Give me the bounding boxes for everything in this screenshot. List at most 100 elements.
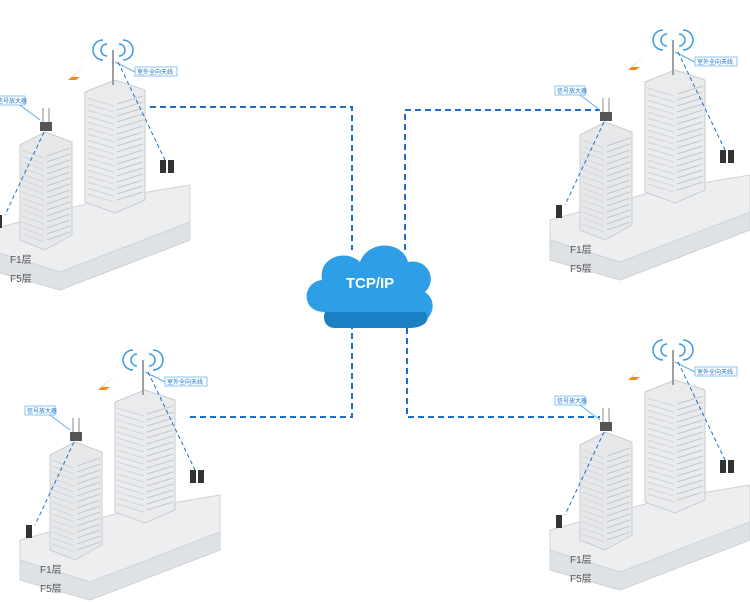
- window-row: [86, 121, 115, 131]
- window-row: [676, 133, 704, 143]
- window-row: [606, 179, 631, 189]
- window-row: [606, 507, 631, 517]
- window-row: [76, 523, 101, 533]
- window-row: [676, 467, 704, 477]
- window-row: [606, 489, 631, 499]
- amplifier-device: [600, 422, 612, 431]
- window-row: [51, 513, 75, 523]
- leader-line: [579, 404, 601, 421]
- window-row: [676, 157, 704, 167]
- window-row: [86, 97, 115, 107]
- radio-icon: [190, 470, 196, 483]
- window-row: [116, 191, 144, 201]
- amplifier-label: 信号放大器: [27, 407, 57, 415]
- window-row: [76, 499, 101, 509]
- window-row: [581, 509, 605, 519]
- window-row: [116, 413, 145, 423]
- window-row: [146, 477, 174, 487]
- window-row: [646, 99, 675, 109]
- window-row: [606, 531, 631, 541]
- window-row: [21, 221, 45, 231]
- radio-icon: [556, 515, 562, 528]
- wireless-link: [4, 131, 45, 216]
- window-row: [646, 171, 675, 181]
- network-links: [150, 106, 600, 418]
- window-row: [46, 225, 71, 235]
- window-row: [581, 491, 605, 501]
- label-box: [694, 366, 738, 377]
- window-row: [76, 529, 101, 539]
- window-row: [116, 149, 144, 159]
- window-row: [116, 185, 144, 195]
- window-row: [86, 187, 115, 197]
- signal-wave-icon: [122, 349, 134, 371]
- window-row: [146, 459, 174, 469]
- window-row: [581, 145, 605, 155]
- dashed-link: [150, 106, 353, 250]
- window-row: [606, 167, 631, 177]
- window-row: [46, 195, 71, 205]
- leader-line: [114, 61, 136, 73]
- window-row: [606, 155, 631, 165]
- window-row: [581, 187, 605, 197]
- window-row: [676, 425, 704, 435]
- window-row: [606, 495, 631, 505]
- window-row: [116, 407, 145, 417]
- window-row: [46, 201, 71, 211]
- wireless-link: [564, 431, 605, 516]
- signal-wave-icon: [152, 349, 164, 371]
- window-row: [116, 485, 145, 495]
- signal-wave-icon: [652, 339, 664, 361]
- signal-wave-icon: [652, 29, 664, 51]
- label-box: [694, 56, 738, 67]
- window-row: [606, 453, 631, 463]
- window-row: [51, 537, 75, 547]
- window-row: [646, 159, 675, 169]
- window-row: [86, 193, 115, 203]
- window-row: [581, 223, 605, 233]
- amplifier-label: 信号放大器: [557, 87, 587, 95]
- window-row: [676, 97, 704, 107]
- window-row: [116, 131, 144, 141]
- window-row: [606, 209, 631, 219]
- window-row: [21, 227, 45, 237]
- window-row: [606, 519, 631, 529]
- window-row: [21, 161, 45, 171]
- window-row: [581, 503, 605, 513]
- window-row: [646, 487, 675, 497]
- window-row: [146, 495, 174, 505]
- window-row: [676, 473, 704, 483]
- window-row: [676, 419, 704, 429]
- window-row: [581, 163, 605, 173]
- window-row: [606, 197, 631, 207]
- window-row: [116, 143, 144, 153]
- window-row: [76, 535, 101, 545]
- floor-label-f1: F1层: [570, 554, 592, 566]
- window-row: [606, 471, 631, 481]
- window-row: [606, 149, 631, 159]
- window-row: [581, 455, 605, 465]
- leader-line: [674, 51, 696, 63]
- window-row: [86, 127, 115, 137]
- window-row: [676, 121, 704, 131]
- window-row: [606, 477, 631, 487]
- amplifier-label: 信号放大器: [0, 97, 27, 105]
- window-row: [606, 215, 631, 225]
- signal-wave-icon: [660, 343, 668, 357]
- window-row: [606, 137, 631, 147]
- antenna-label: 室外全向天线: [697, 368, 733, 376]
- window-row: [581, 169, 605, 179]
- label-box: [134, 66, 178, 77]
- window-row: [676, 181, 704, 191]
- window-row: [606, 161, 631, 171]
- window-row: [676, 163, 704, 173]
- window-row: [51, 543, 75, 553]
- window-row: [676, 437, 704, 447]
- window-row: [581, 515, 605, 525]
- window-row: [646, 445, 675, 455]
- window-row: [146, 441, 174, 451]
- window-row: [21, 167, 45, 177]
